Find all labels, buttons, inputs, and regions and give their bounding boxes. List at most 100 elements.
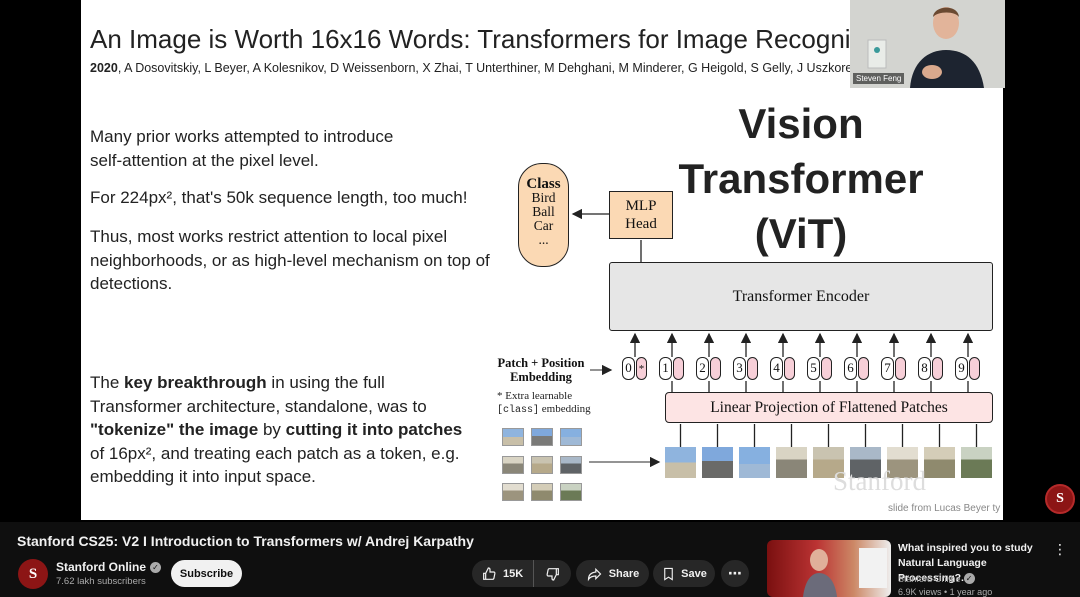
token-embedding (747, 357, 758, 380)
flattened-patch (665, 447, 696, 478)
recommended-video-title[interactable]: What inspired you to study Natural Langu… (898, 542, 1033, 584)
class-item-ball: Ball (532, 204, 555, 219)
para4-bold-2: "tokenize" the image (90, 420, 259, 439)
token-position: 2 (696, 357, 709, 380)
token-4: 4 (770, 357, 795, 380)
para4-text-1: The (90, 373, 125, 392)
verified-check-icon: ✓ (963, 573, 975, 584)
verified-check-icon: ✓ (150, 561, 161, 573)
token-embedding (821, 357, 832, 380)
token-0: 0* (622, 357, 647, 380)
slide-paragraph-4: The key breakthrough in using the full T… (90, 371, 480, 489)
thumbs-down-icon (546, 567, 559, 581)
slide: An Image is Worth 16x16 Words: Transform… (81, 0, 1003, 520)
thumbs-up-icon (483, 566, 496, 580)
token-embedding (895, 357, 906, 380)
token-position: 6 (844, 357, 857, 380)
flattened-patch (850, 447, 881, 478)
class-item-bird: Bird (531, 190, 556, 205)
mlp-head-box: MLP Head (609, 191, 673, 239)
diagram-arrows (571, 208, 978, 468)
para4-text-3: by (258, 420, 286, 439)
token-2: 2 (696, 357, 721, 380)
patch-position-embedding-label: Patch + Position Embedding (486, 356, 596, 384)
token-embedding (932, 357, 943, 380)
recommended-thumbnail-figure (803, 548, 887, 597)
token-6: 6 (844, 357, 869, 380)
pe-label-line-1: Patch + Position (497, 356, 585, 370)
token-9: 9 (955, 357, 980, 380)
token-embedding (673, 357, 684, 380)
token-embedding (710, 357, 721, 380)
more-horizontal-icon: ⋯ (728, 565, 742, 581)
author-list: , A Dosovitskiy, L Beyer, A Kolesnikov, … (117, 61, 924, 75)
source-patch (560, 428, 582, 446)
like-button[interactable]: 15K (472, 560, 534, 587)
slide-title: An Image is Worth 16x16 Words: Transform… (90, 24, 893, 54)
slide-authors: 2020, A Dosovitskiy, L Beyer, A Kolesnik… (90, 61, 923, 75)
token-embedding (784, 357, 795, 380)
pe-label-line-2: Embedding (510, 370, 572, 384)
recommended-video-thumbnail[interactable] (767, 540, 891, 597)
more-vertical-icon[interactable]: ⋮ (1053, 541, 1067, 557)
extra-learnable-line-1: * Extra learnable (497, 390, 573, 402)
webcam-inset: Steven Feng (850, 0, 1005, 88)
recommended-meta: 6.9K views • 1 year ago (898, 587, 993, 597)
recommended-channel-name: Stanford Online (898, 573, 961, 584)
share-arrow-icon (587, 567, 602, 581)
transformer-encoder-box: Transformer Encoder (609, 262, 993, 331)
video-player[interactable]: An Image is Worth 16x16 Words: Transform… (0, 0, 1080, 522)
save-button[interactable]: Save (653, 560, 715, 587)
subscriber-count: 7.62 lakh subscribers (56, 576, 146, 587)
vit-title-line-2: (ViT) (754, 210, 848, 257)
webcam-name-label: Steven Feng (853, 73, 905, 84)
vit-title: Vision Transformer (ViT) (611, 96, 991, 261)
mlp-head-line-2: Head (625, 216, 657, 232)
token-position: 3 (733, 357, 746, 380)
token-position: 0 (622, 357, 635, 380)
token-1: 1 (659, 357, 684, 380)
class-token-embedding: * (636, 357, 647, 380)
flattened-patch (924, 447, 955, 478)
flattened-patch (702, 447, 733, 478)
para4-text-4: of 16px², and treating each patch as a t… (90, 443, 460, 487)
recommended-channel: Stanford Online✓ (898, 573, 975, 584)
token-position: 4 (770, 357, 783, 380)
bookmark-icon (664, 567, 673, 581)
slide-paragraph-1: Many prior works attempted to introduce … (90, 127, 394, 170)
flattened-patch (813, 447, 844, 478)
dislike-button[interactable] (534, 560, 571, 587)
source-patch (531, 428, 553, 446)
token-position: 9 (955, 357, 968, 380)
channel-name-text: Stanford Online (56, 560, 146, 574)
slide-paragraph-2: For 224px², that's 50k sequence length, … (90, 188, 468, 207)
video-info-bar: Stanford CS25: V2 I Introduction to Tran… (0, 522, 1080, 597)
more-actions-button[interactable]: ⋯ (721, 560, 749, 587)
channel-name[interactable]: Stanford Online ✓ (56, 560, 161, 574)
class-title: Class (526, 176, 561, 192)
vit-title-line-1: Vision Transformer (678, 100, 924, 202)
class-item-more: ... (538, 232, 549, 247)
source-patch (560, 456, 582, 474)
token-position: 1 (659, 357, 672, 380)
flattened-patch (776, 447, 807, 478)
token-position: 8 (918, 357, 931, 380)
save-label: Save (681, 567, 707, 580)
source-patch (502, 483, 524, 501)
share-button[interactable]: Share (576, 560, 649, 587)
token-position: 5 (807, 357, 820, 380)
class-token-code: [class] (497, 405, 540, 416)
slide-credit: slide from Lucas Beyer ty (888, 503, 1001, 514)
linear-projection-box: Linear Projection of Flattened Patches (665, 392, 993, 423)
source-patch (531, 456, 553, 474)
channel-watermark-icon[interactable]: S (1045, 484, 1075, 514)
source-patch (502, 456, 524, 474)
channel-avatar[interactable]: S (18, 559, 48, 589)
extra-learnable-line-2: embedding (539, 403, 591, 415)
share-label: Share (608, 567, 640, 580)
subscribe-button[interactable]: Subscribe (171, 560, 242, 587)
source-patch (531, 483, 553, 501)
paper-year: 2020 (90, 61, 118, 75)
source-patch (560, 483, 582, 501)
like-count: 15K (503, 567, 524, 580)
